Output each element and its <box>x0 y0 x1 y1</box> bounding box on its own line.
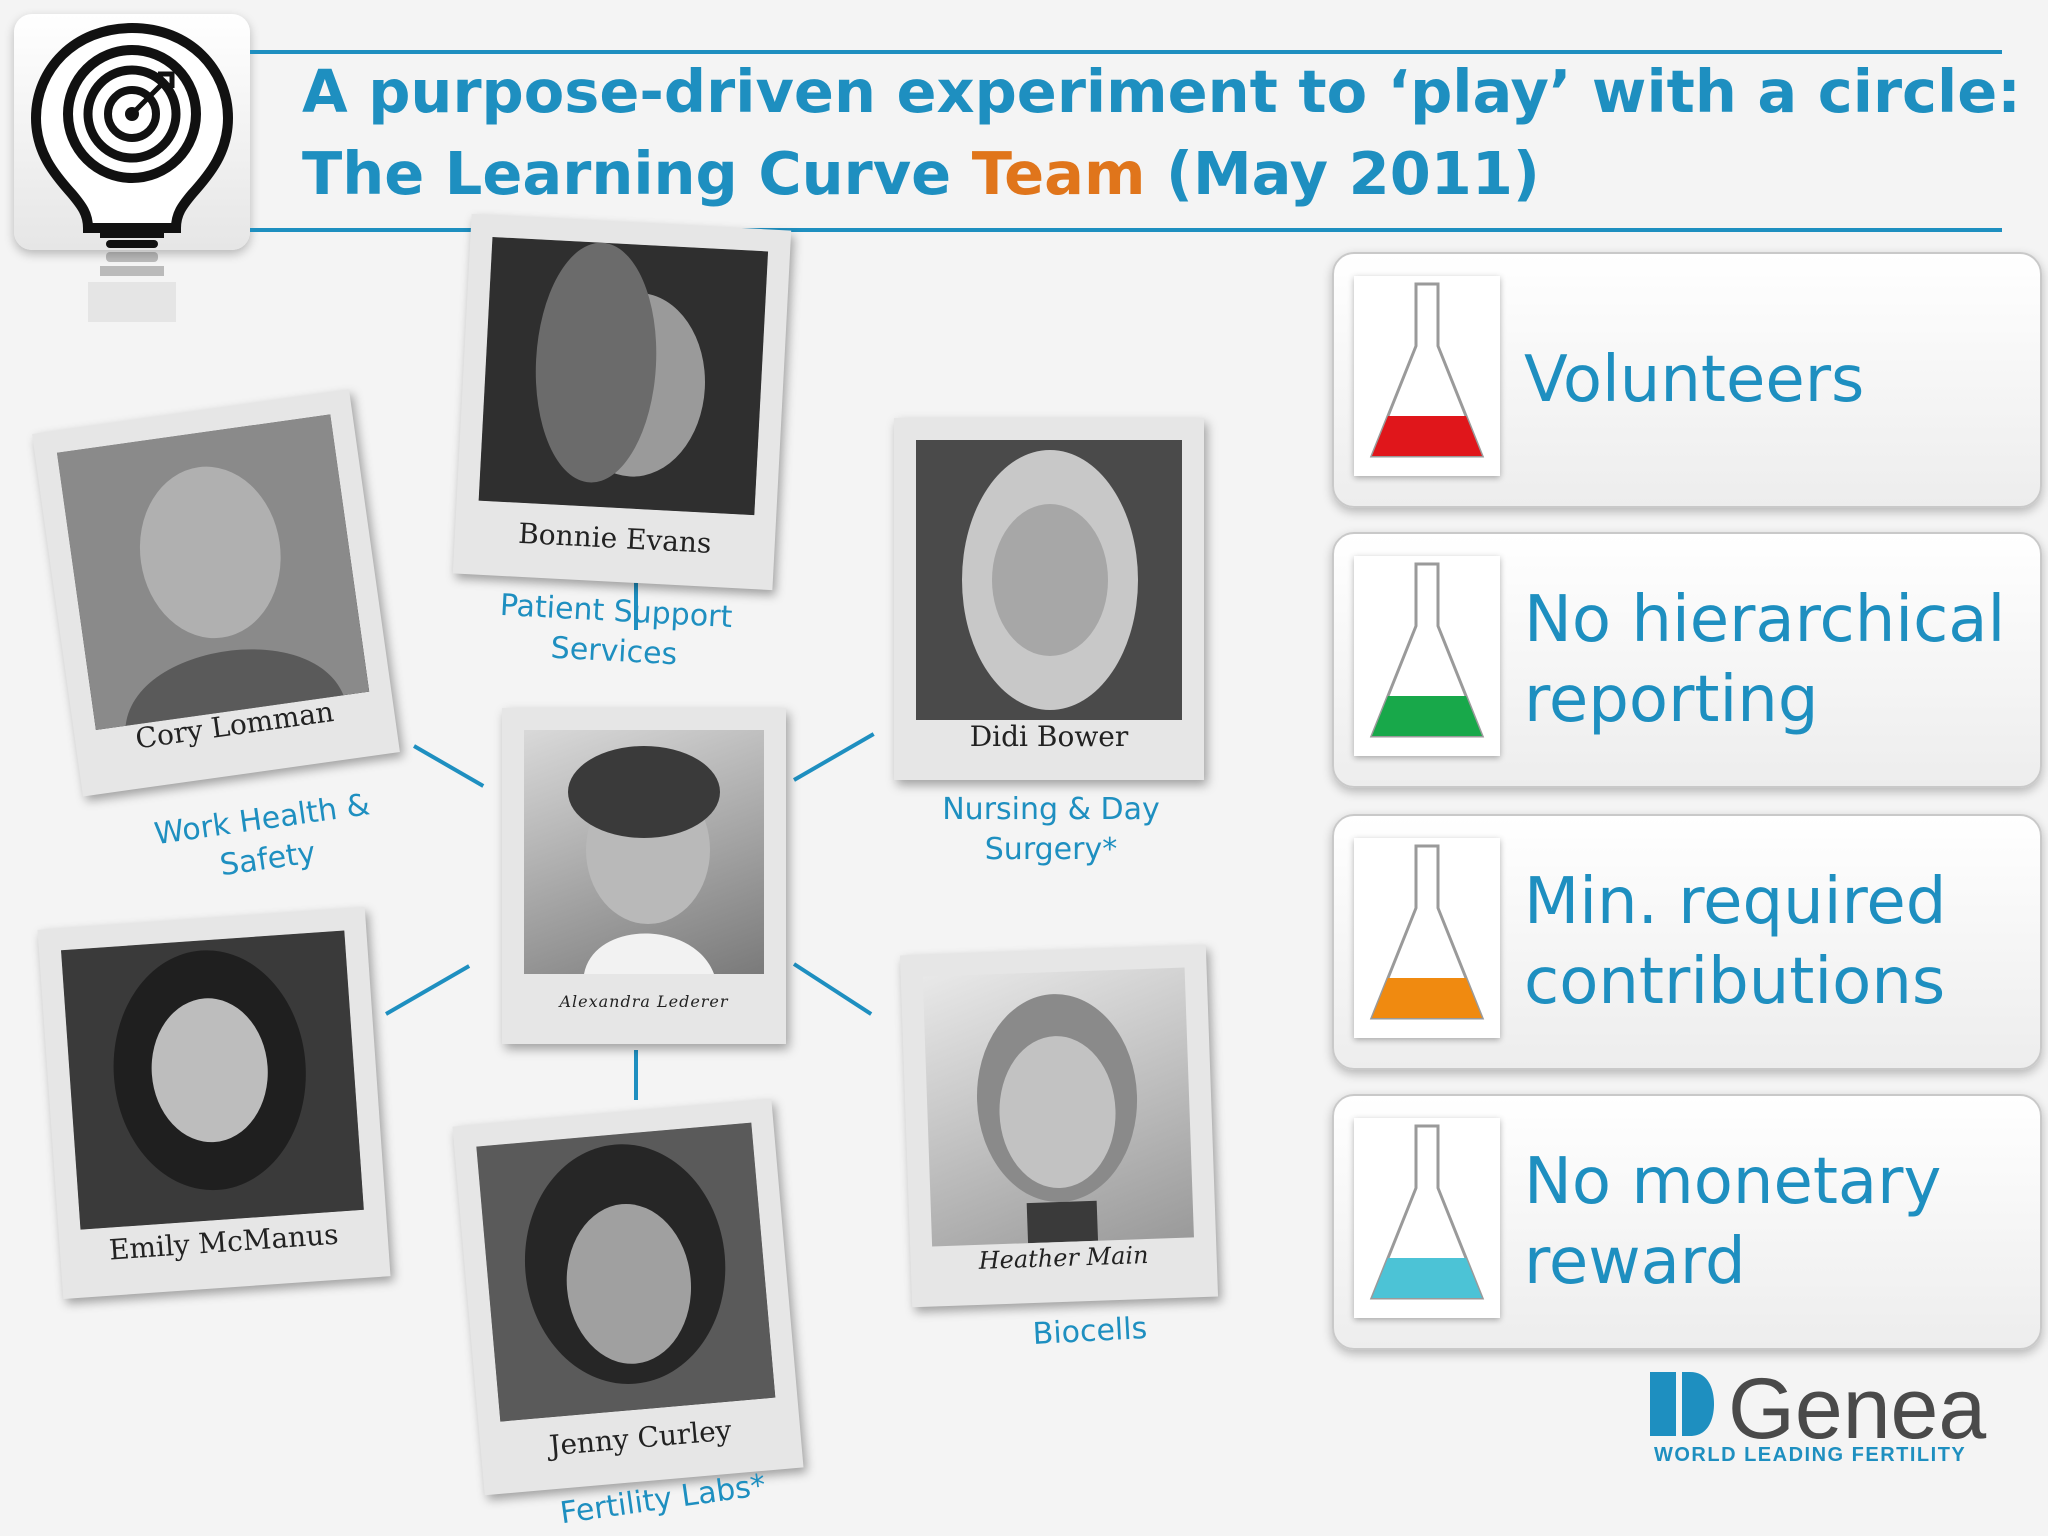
header-top-rule <box>250 50 2002 54</box>
polaroid-center: Alexandra Lederer <box>502 708 786 1044</box>
flask-liquid <box>1372 696 1482 736</box>
page-title-line-1: A purpose-driven experiment to ‘play’ wi… <box>302 57 2021 126</box>
portrait-photo <box>922 967 1194 1247</box>
principle-card-volunteers: Volunteers <box>1332 252 2042 508</box>
flask-icon <box>1354 276 1500 476</box>
target-lightbulb-icon <box>30 22 234 248</box>
connector-line-upper-right <box>793 732 875 782</box>
portrait-photo <box>478 236 769 516</box>
department-label: Biocells <box>1031 1311 1149 1352</box>
connector-line-upper-left <box>413 744 485 788</box>
principle-label: Volunteers <box>1524 343 1865 417</box>
flask-icon <box>1354 556 1500 756</box>
principle-label: No hierarchical reporting <box>1524 583 2006 737</box>
flask-liquid <box>1372 978 1482 1018</box>
polaroid-heather-main: Heather Main <box>899 944 1219 1308</box>
department-label: Work Health & Safety <box>152 787 372 884</box>
genea-logo-icon <box>1650 1372 1714 1436</box>
portrait-photo <box>476 1122 776 1422</box>
principle-label: No monetary reward <box>1524 1145 1942 1299</box>
member-name: Alexandra Lederer <box>559 992 729 1011</box>
genea-logo-name: Genea <box>1728 1361 1987 1457</box>
polaroid-bonnie-evans: Bonnie Evans <box>452 213 792 591</box>
principle-card-min-required-contributions: Min. required contributions <box>1332 814 2042 1070</box>
flask-liquid <box>1372 416 1482 456</box>
lightbulb-target-logo <box>14 14 250 250</box>
header-bottom-rule <box>250 228 2002 232</box>
genea-logo-tagline: WORLD LEADING FERTILITY <box>1654 1444 1967 1466</box>
polaroid-jenny-curley: Jenny Curley <box>452 1098 804 1496</box>
principle-card-no-monetary-reward: No monetary reward <box>1332 1094 2042 1350</box>
flask-liquid <box>1372 1258 1482 1298</box>
portrait-photo <box>56 414 370 731</box>
polaroid-cory-lomman: Cory Lomman <box>32 389 400 797</box>
polaroid-didi-bower: Didi Bower <box>894 418 1204 780</box>
logo-reflection <box>14 252 250 322</box>
title-highlight-team: Team <box>971 139 1146 208</box>
polaroid-emily-mcmanus: Emily McManus <box>37 907 391 1299</box>
member-name: Didi Bower <box>969 720 1129 753</box>
department-label: Nursing & Day Surgery* <box>942 792 1160 867</box>
connector-line-lower-right <box>792 962 873 1016</box>
portrait-photo <box>916 440 1182 720</box>
department-label: Patient Support Services <box>499 587 734 673</box>
portrait-photo <box>60 930 364 1230</box>
connector-line-bottom <box>634 1050 638 1100</box>
principle-label: Min. required contributions <box>1524 865 1947 1019</box>
page-title-line-2: The Learning Curve Team (May 2011) <box>302 139 1540 208</box>
member-name: Bonnie Evans <box>517 516 713 560</box>
flask-icon <box>1354 1118 1500 1318</box>
principle-card-no-hierarchical-reporting: No hierarchical reporting <box>1332 532 2042 788</box>
portrait-photo <box>524 730 764 974</box>
flask-icon <box>1354 838 1500 1038</box>
connector-line-lower-left <box>385 964 471 1016</box>
